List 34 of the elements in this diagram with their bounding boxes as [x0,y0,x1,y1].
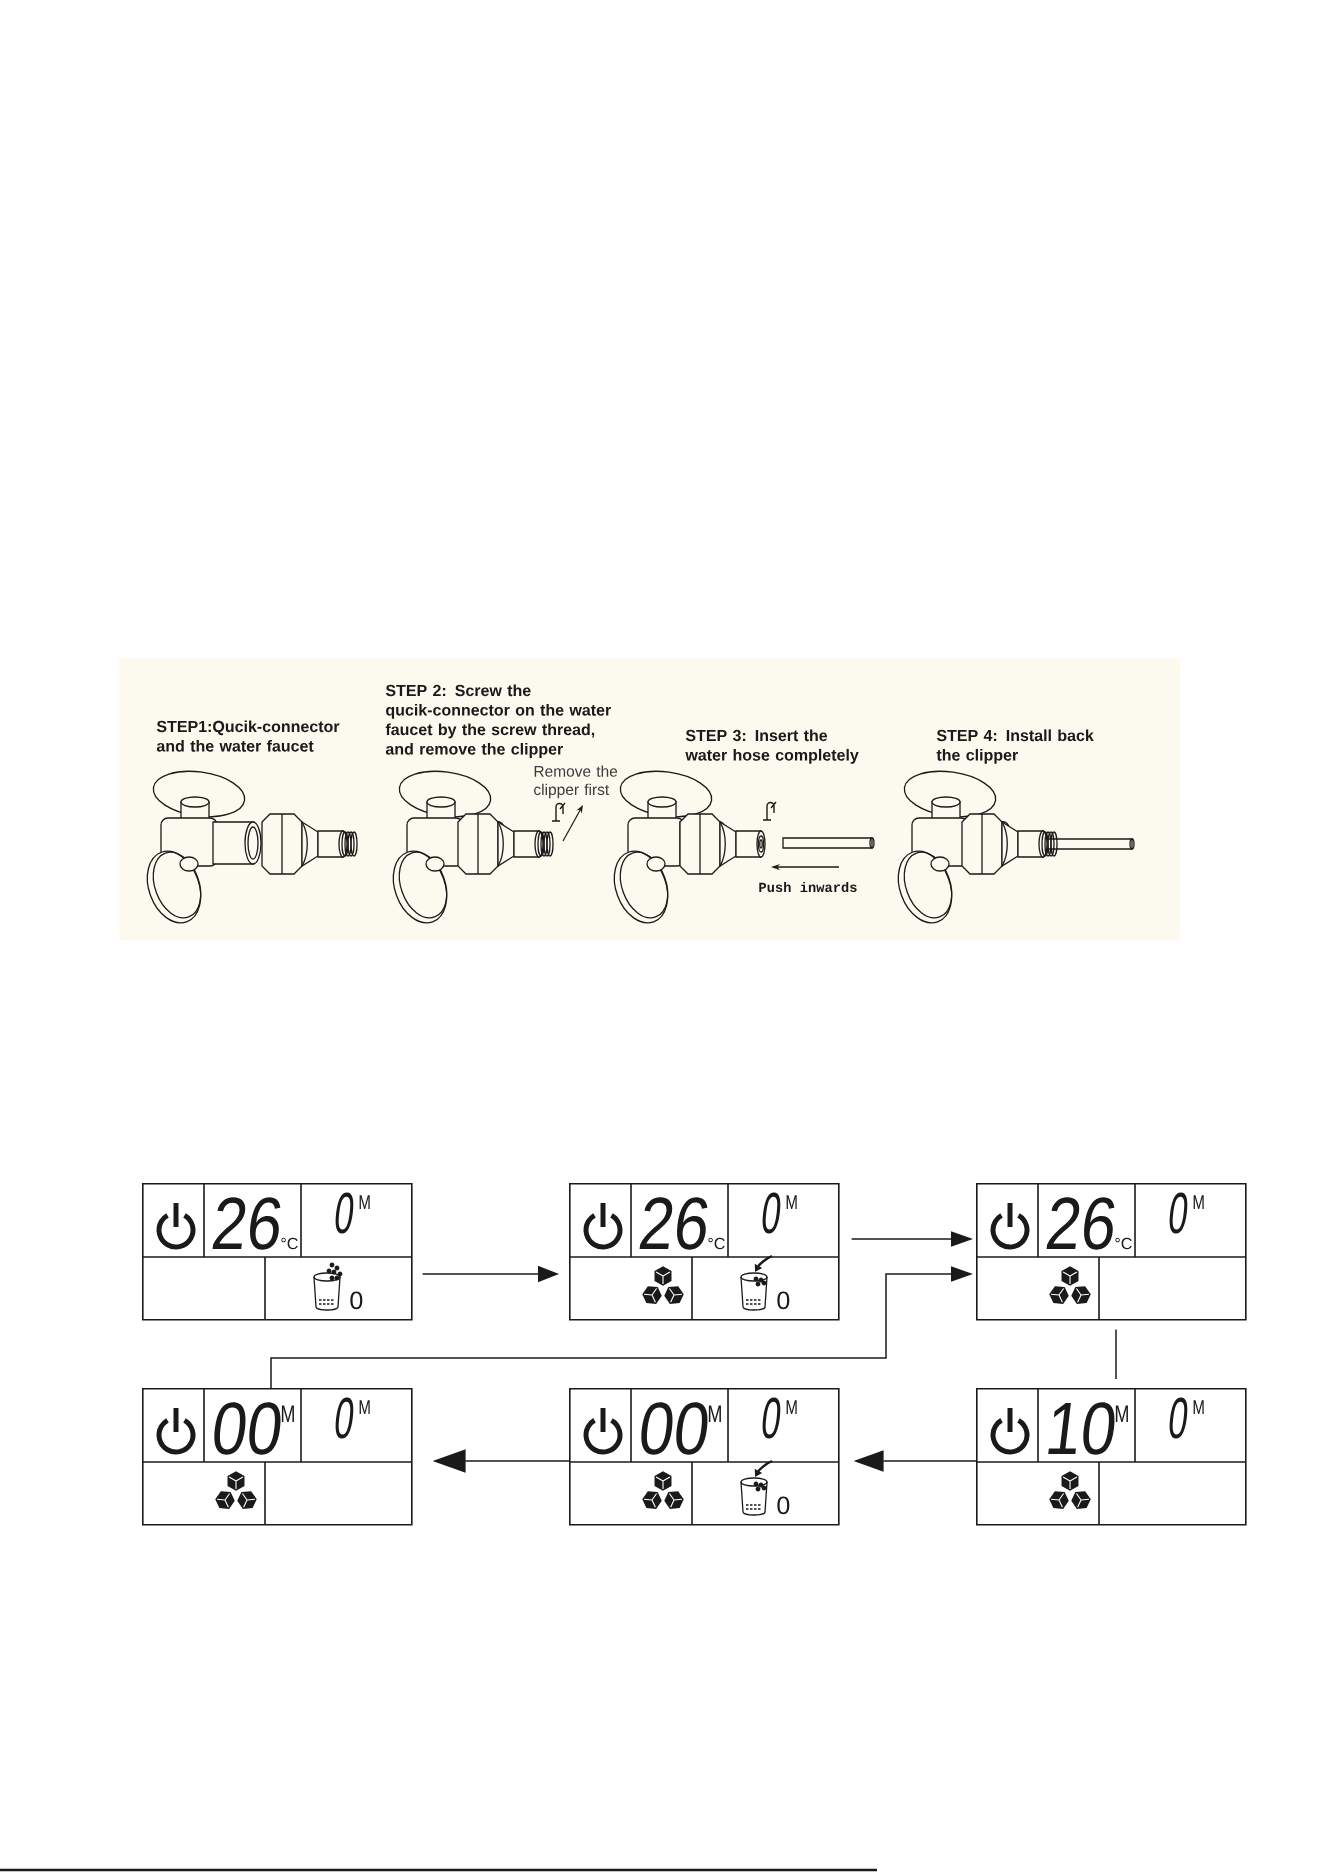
step-text: STEP 3: Insert the water hose completely [685,729,859,764]
unit-label: M [708,1405,721,1422]
count-label: 0 [350,1291,363,1310]
note-text: Push inwards [759,881,857,893]
step-text: STEP 2: Screw the qucik-connector on the water faucet by the screw thread, and remove the clipper [385,684,611,758]
unit-label: °C [281,1237,298,1250]
timer-digit: 0 [1169,1397,1188,1439]
timer-digit: 0 [335,1192,354,1234]
display-digits: 26 [212,1197,281,1250]
count-label: 0 [777,1496,790,1515]
unit-label: M [1115,1405,1128,1422]
unit-label: °C [708,1237,725,1250]
unit-label: M [1193,1195,1204,1209]
unit-label: M [786,1195,797,1209]
step-text: STEP 4: Install back the clipper [936,729,1094,764]
display-digits: 26 [639,1197,708,1250]
timer-digit: 0 [335,1397,354,1439]
display-digits: 10 [1048,1402,1115,1455]
display-digits: 00 [641,1402,708,1455]
note-text: Remove the clipper first [534,765,618,799]
timer-digit: 0 [762,1192,781,1234]
unit-label: M [786,1400,797,1414]
display-digits: 26 [1046,1197,1115,1250]
connector-line [1115,1328,1117,1380]
unit-label: °C [1115,1237,1132,1250]
display-digits: 00 [214,1402,281,1455]
unit-label: M [281,1405,294,1422]
timer-digit: 0 [1169,1192,1188,1234]
unit-label: M [1193,1400,1204,1414]
count-label: 0 [777,1291,790,1310]
step-text: STEP1:Qucik-connector and the water faucet [156,720,340,752]
timer-digit: 0 [762,1397,781,1439]
unit-label: M [359,1400,370,1414]
unit-label: M [359,1195,370,1209]
